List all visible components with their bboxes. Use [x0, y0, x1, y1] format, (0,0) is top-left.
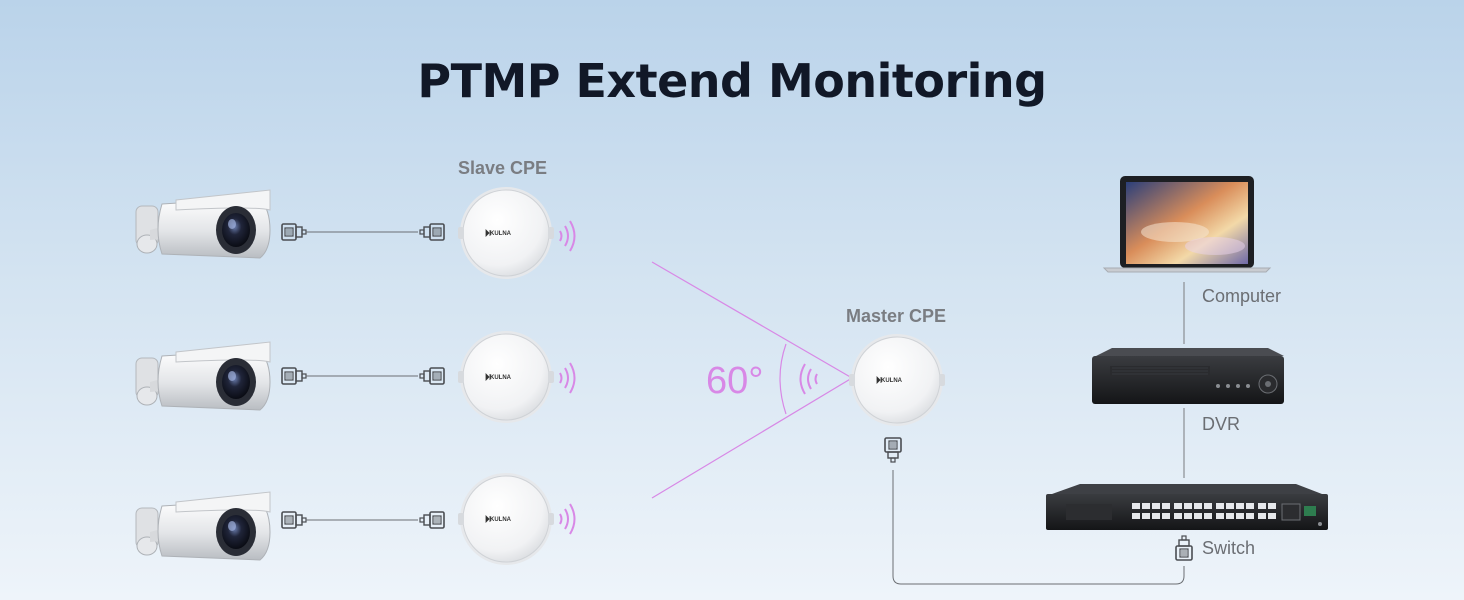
master-switch-cable [884, 437, 1193, 585]
ethernet-cable-3 [281, 511, 445, 529]
laptop-computer [1102, 176, 1272, 273]
master-cpe-label: Master CPE [846, 306, 947, 326]
camera-2 [135, 341, 271, 411]
slave-cpe-1: KULNA [457, 186, 555, 280]
master-cpe: KULNA [848, 333, 946, 427]
diagram-title: PTMP Extend Monitoring [417, 54, 1047, 108]
switch-label: Switch [1202, 538, 1256, 558]
coverage-angle-label: 60° [706, 360, 764, 402]
cpe-brand-label: KULNA [490, 231, 512, 237]
camera-3 [135, 491, 271, 561]
signal-icon [559, 220, 576, 252]
network-switch [1046, 484, 1328, 530]
slave-cpe-2: KULNA [457, 330, 555, 424]
slave-cpe-label: Slave CPE [458, 158, 548, 178]
signal-icon [799, 363, 818, 395]
signal-icon [559, 503, 576, 535]
ethernet-cable-1 [281, 223, 445, 241]
cpe-brand-label: KULNA [490, 517, 512, 523]
computer-label: Computer [1202, 286, 1282, 306]
ethernet-cable-2 [281, 367, 445, 385]
dvr-device [1092, 348, 1284, 404]
dvr-label: DVR [1202, 414, 1241, 434]
coverage-cone [651, 261, 853, 499]
signal-icon [559, 362, 576, 394]
camera-1 [135, 189, 271, 259]
cpe-brand-label: KULNA [881, 378, 903, 384]
cpe-brand-label: KULNA [490, 375, 512, 381]
slave-cpe-3: KULNA [457, 472, 555, 566]
